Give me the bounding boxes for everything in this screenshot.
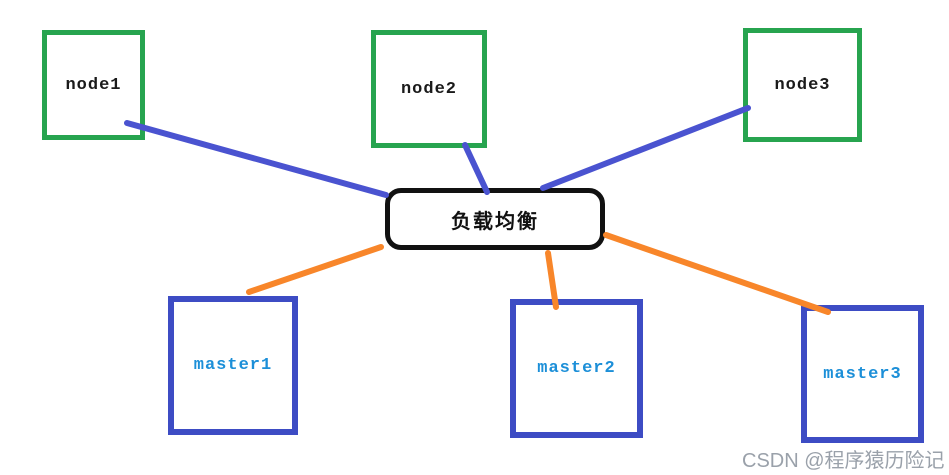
link-center-master1 — [246, 244, 384, 295]
node2-box: node2 — [371, 30, 487, 148]
link-node1-center — [124, 120, 389, 198]
node2-label: node2 — [400, 79, 457, 99]
master3-label: master3 — [823, 364, 902, 384]
link-node2-center — [462, 142, 490, 195]
master1-box: master1 — [168, 296, 298, 435]
node3-label: node3 — [774, 75, 831, 95]
master3-box: master3 — [801, 305, 924, 443]
master1-label: master1 — [193, 356, 273, 375]
watermark: CSDN @程序猿历险记 — [742, 450, 945, 472]
link-node3-center — [540, 105, 751, 191]
node3-box: node3 — [743, 28, 862, 142]
load-balancer-box: 负载均衡 — [385, 188, 605, 250]
node1-label: node1 — [65, 75, 122, 95]
load-balancer-label: 负载均衡 — [451, 208, 539, 233]
master2-box: master2 — [510, 299, 643, 438]
node1-box: node1 — [42, 30, 145, 140]
master2-label: master2 — [537, 359, 616, 378]
